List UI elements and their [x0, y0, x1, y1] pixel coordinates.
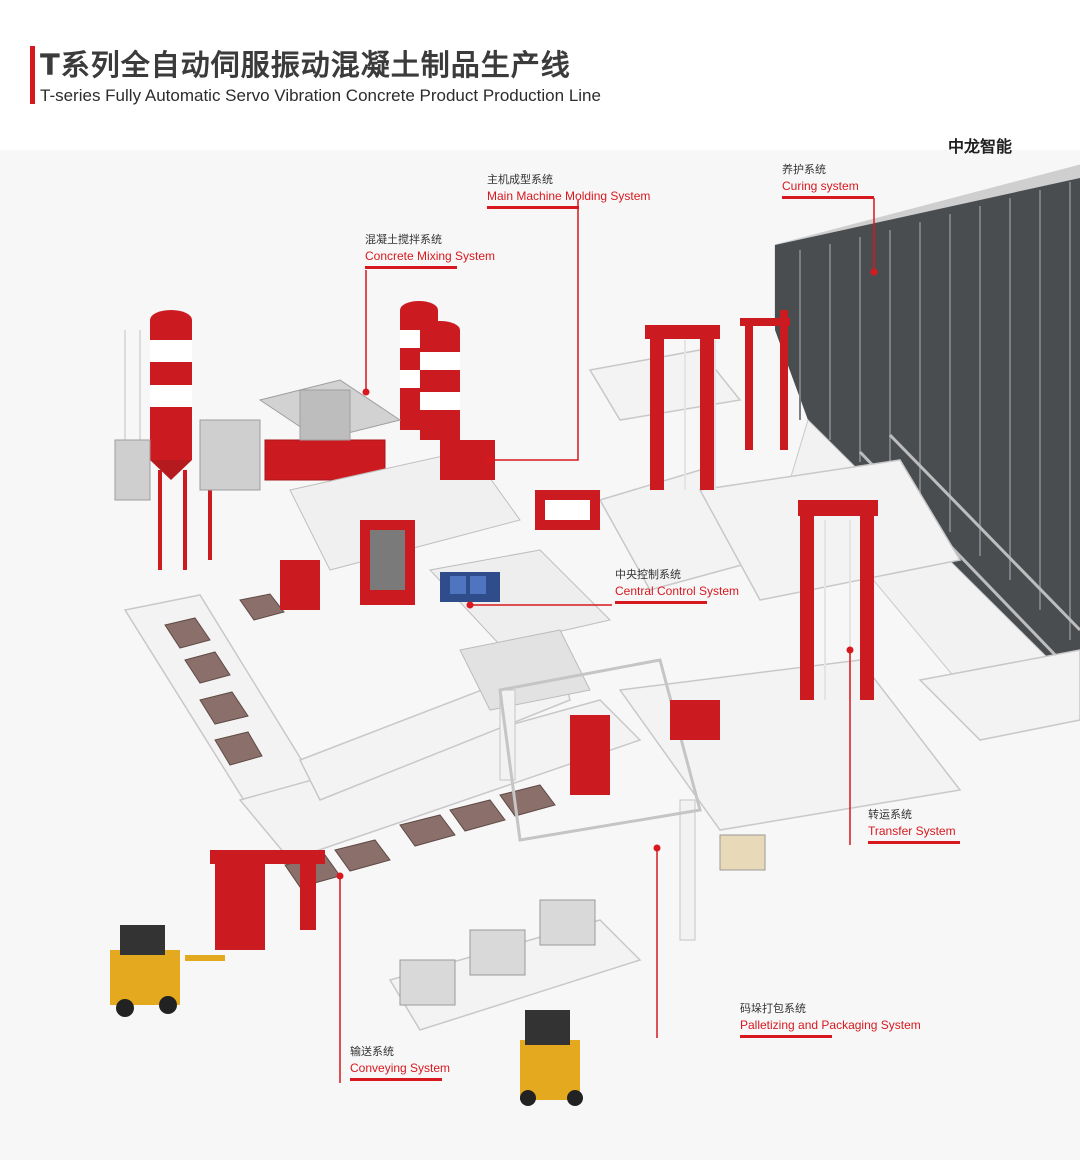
callout-anchors: [336, 268, 878, 880]
callout-underline: [615, 601, 707, 604]
callout-zh: 养护系统: [782, 163, 826, 176]
curing-rack: [740, 310, 790, 450]
brick-stacks: [399, 834, 766, 1006]
callout-curing: 养护系统 Curing system: [782, 162, 874, 199]
leader-main-machine: [490, 200, 579, 461]
page-subtitle: T-series Fully Automatic Servo Vibration…: [40, 86, 601, 105]
mixer-station: [114, 379, 402, 501]
callout-underline: [740, 1035, 832, 1038]
page-title: T系列全自动伺服振动混凝土制品生产线: [40, 48, 571, 82]
callout-main-machine: 主机成型系统 Main Machine Molding System: [487, 172, 650, 209]
callout-en: Central Control System: [615, 584, 740, 598]
callout-leaders: [339, 198, 875, 1083]
brand-name: 中龙智能: [948, 137, 1013, 156]
silo-right: [400, 301, 460, 440]
forklift-left: [110, 925, 225, 1017]
callout-zh: 码垛打包系统: [740, 1002, 806, 1015]
callout-central-control: 中央控制系统 Central Control System: [615, 567, 739, 604]
curing-warehouse: [774, 164, 1080, 721]
callout-zh: 主机成型系统: [487, 173, 553, 186]
callout-underline: [782, 196, 874, 199]
lift-transfer: [798, 500, 878, 700]
central-control-room: [429, 549, 611, 711]
title-accent-bar: [30, 46, 35, 104]
callout-concrete-mixing: 混凝土搅拌系统 Concrete Mixing System: [365, 232, 495, 269]
callout-zh: 混凝土搅拌系统: [365, 233, 442, 246]
callout-en: Curing system: [782, 179, 859, 193]
callout-underline: [487, 206, 579, 209]
callout-conveying: 输送系统 Conveying System: [350, 1044, 450, 1081]
callout-en: Palletizing and Packaging System: [740, 1018, 921, 1032]
lift-upper-rack: [684, 340, 716, 490]
callout-en: Transfer System: [868, 824, 956, 838]
forklift-bottom: [520, 1010, 583, 1106]
lift-upper: [645, 325, 720, 490]
callout-en: Main Machine Molding System: [487, 189, 651, 203]
callout-zh: 转运系统: [868, 808, 912, 821]
callout-underline: [365, 266, 457, 269]
callout-zh: 中央控制系统: [615, 568, 681, 581]
palletizing-gantry: [498, 658, 720, 941]
unloading-lift: [210, 850, 325, 950]
callout-zh: 输送系统: [350, 1045, 394, 1058]
callout-transfer: 转运系统 Transfer System: [868, 807, 960, 844]
main-molding-machine: [280, 440, 600, 610]
callout-en: Conveying System: [350, 1061, 451, 1075]
callout-en: Concrete Mixing System: [365, 249, 496, 263]
callout-underline: [350, 1078, 442, 1081]
pallet-boards: [164, 593, 556, 888]
callout-underline: [868, 841, 960, 844]
callout-palletizing: 码垛打包系统 Palletizing and Packaging System: [740, 1001, 921, 1038]
